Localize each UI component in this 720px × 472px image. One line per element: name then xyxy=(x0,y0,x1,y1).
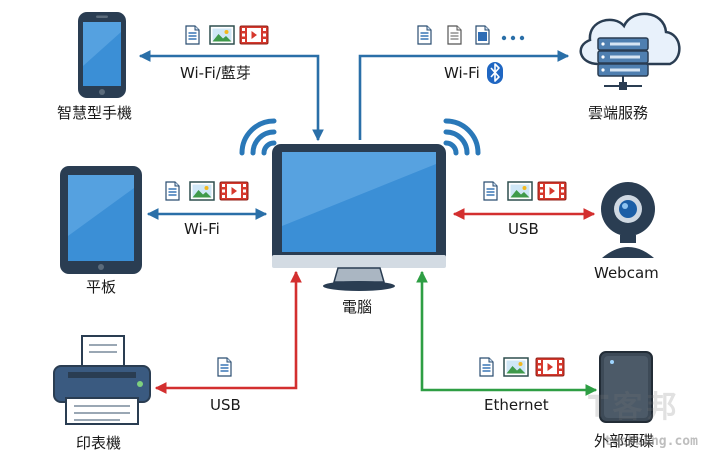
cloud-connection-label: Wi-Fi xyxy=(444,64,480,82)
computer-monitor-icon xyxy=(272,144,446,291)
bluetooth-icon xyxy=(487,62,503,84)
printer-connection-label: USB xyxy=(210,396,241,414)
media-files-cloud-icon xyxy=(417,25,525,45)
media-files-printer-icon xyxy=(217,357,232,377)
wifi-link-cloud xyxy=(358,50,570,140)
usb-link-printer xyxy=(154,270,302,394)
smartphone-connection-label: Wi-Fi/藍芽 xyxy=(180,64,251,82)
tablet-connection-label: Wi-Fi xyxy=(184,220,220,238)
watermark-domain: techbang.com xyxy=(604,434,698,449)
media-files-webcam-icon xyxy=(483,181,567,201)
wifi-signal-right-icon xyxy=(443,118,481,156)
printer-label: 印表機 xyxy=(76,434,122,452)
tablet-label: 平板 xyxy=(86,278,117,296)
drive-connection-label: Ethernet xyxy=(484,396,549,414)
tablet-icon xyxy=(60,166,142,274)
webcam-icon xyxy=(601,182,655,258)
webcam-label: Webcam xyxy=(594,264,659,282)
cloud-label: 雲端服務 xyxy=(588,104,649,122)
printer-icon xyxy=(53,335,151,425)
cloud-server-icon xyxy=(579,12,681,90)
media-files-drive-icon xyxy=(479,357,565,377)
media-files-tablet-icon xyxy=(165,181,249,201)
wifi-signal-left-icon xyxy=(239,118,277,156)
watermark-logo: T客邦 xyxy=(588,390,681,425)
computer-label: 電腦 xyxy=(342,298,373,316)
smartphone-label: 智慧型手機 xyxy=(57,104,133,122)
external-drive-label: 外部硬碟 xyxy=(594,432,655,450)
smartphone-icon xyxy=(78,12,126,98)
wifi-link-smartphone xyxy=(138,50,324,142)
ethernet-link-drive xyxy=(416,270,598,396)
media-files-smartphone-icon xyxy=(185,25,269,45)
webcam-connection-label: USB xyxy=(508,220,539,238)
external-drive-icon xyxy=(599,351,653,423)
